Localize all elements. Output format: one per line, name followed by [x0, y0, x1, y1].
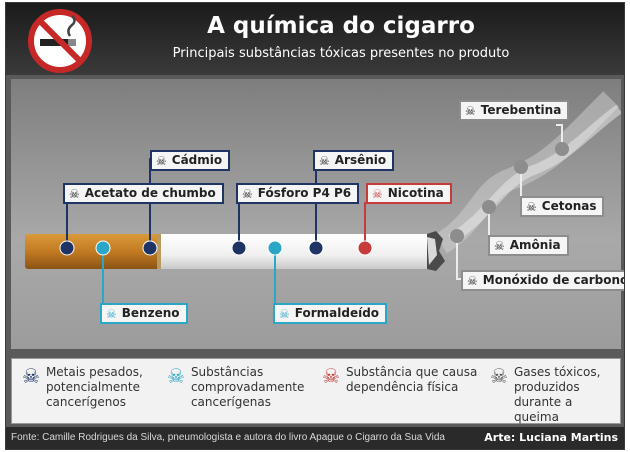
cigarette-panel: ☠ Cádmio ☠ Acetato de chumbo ☠ Fósforo P…	[11, 79, 624, 349]
label-fosforo: ☠ Fósforo P4 P6	[236, 183, 360, 204]
skull-icon: ☠	[322, 364, 340, 388]
header: A química do cigarro Principais substânc…	[6, 3, 624, 75]
label-acetato-de-chumbo: ☠ Acetato de chumbo	[63, 183, 224, 204]
skull-icon: ☠	[465, 103, 476, 118]
skull-icon: ☠	[106, 306, 117, 321]
label-formaldeido: ☠ Formaldeído	[273, 303, 388, 324]
label-benzeno: ☠ Benzeno	[100, 303, 188, 324]
cigarette-illustration	[25, 91, 621, 313]
page-title: A química do cigarro	[207, 13, 475, 39]
infographic: A química do cigarro Principais substânc…	[5, 2, 625, 450]
skull-icon: ☠	[167, 364, 185, 388]
legend-item-carcinogens: ☠ Substâncias comprovadamente cancerígen…	[167, 364, 305, 409]
skull-icon: ☠	[490, 364, 508, 388]
page-subtitle: Principais substâncias tóxicas presentes…	[172, 46, 510, 61]
skull-icon: ☠	[242, 186, 253, 201]
skull-icon: ☠	[494, 238, 505, 253]
legend-item-metals: ☠ Metais pesados, potencialmente cancerí…	[22, 364, 143, 409]
legend-item-dependence: ☠ Substância que causa dependência físic…	[322, 364, 478, 394]
label-cetonas: ☠ Cetonas	[520, 196, 605, 217]
skull-icon: ☠	[279, 306, 290, 321]
skull-icon: ☠	[372, 186, 383, 201]
no-smoking-icon	[28, 9, 92, 73]
label-nicotina: ☠ Nicotina	[366, 183, 452, 204]
label-monoxido-de-carbono: ☠ Monóxido de carbono	[461, 270, 624, 291]
skull-icon: ☠	[156, 153, 167, 168]
label-arsenio: ☠ Arsênio	[313, 150, 395, 171]
skull-icon: ☠	[22, 364, 40, 388]
legend: ☠ Metais pesados, potencialmente cancerí…	[11, 358, 621, 424]
label-cadmio: ☠ Cádmio	[150, 150, 231, 171]
source-text: Fonte: Camille Rodrigues da Silva, pneum…	[11, 432, 445, 443]
label-terebentina: ☠ Terebentina	[459, 100, 570, 121]
footer: Fonte: Camille Rodrigues da Silva, pneum…	[6, 427, 624, 449]
skull-icon: ☠	[319, 153, 330, 168]
credit-text: Arte: Luciana Martins	[484, 431, 618, 444]
skull-icon: ☠	[69, 186, 80, 201]
legend-item-gases: ☠ Gases tóxicos, produzidos durante a qu…	[490, 364, 601, 424]
skull-icon: ☠	[526, 199, 537, 214]
label-amonia: ☠ Amônia	[488, 235, 569, 256]
skull-icon: ☠	[467, 273, 478, 288]
